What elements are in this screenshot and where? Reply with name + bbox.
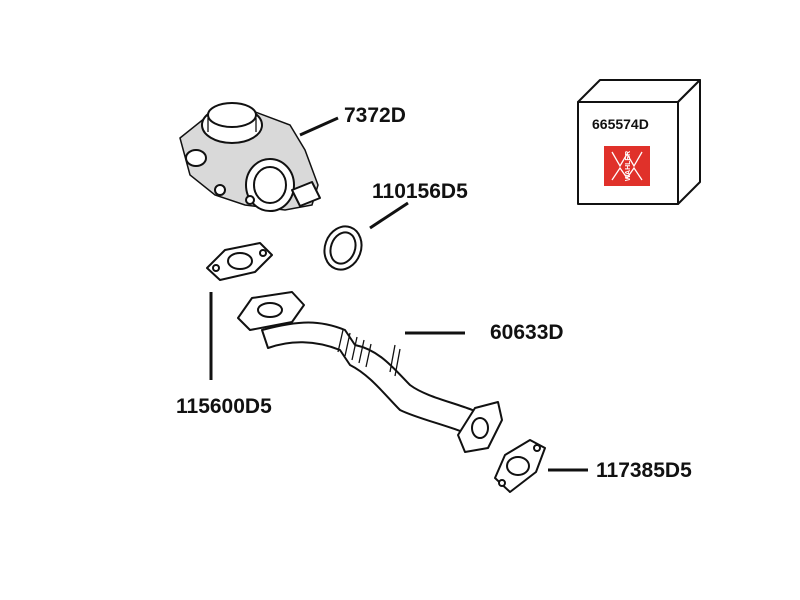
egr-valve-drawing bbox=[179, 102, 321, 212]
logo-text: WAHLER bbox=[625, 151, 632, 181]
seal-ring-drawing bbox=[323, 225, 363, 271]
leader-egr-valve bbox=[299, 116, 339, 137]
egr-pipe-drawing bbox=[237, 291, 503, 453]
gasket-lower-drawing bbox=[494, 439, 546, 493]
label-pipe: 60633D bbox=[490, 321, 564, 344]
label-egr-valve: 7372D bbox=[344, 104, 406, 127]
label-gasket-upper: 115600D5 bbox=[176, 395, 272, 418]
label-gasket-lower: 117385D5 bbox=[596, 459, 692, 482]
gasket-upper-drawing bbox=[206, 242, 273, 281]
leader-seal-ring bbox=[369, 201, 409, 230]
wahler-logo: WAHLER bbox=[604, 146, 650, 186]
label-seal-ring: 110156D5 bbox=[372, 180, 468, 203]
package-part-number: 665574D bbox=[592, 116, 649, 132]
